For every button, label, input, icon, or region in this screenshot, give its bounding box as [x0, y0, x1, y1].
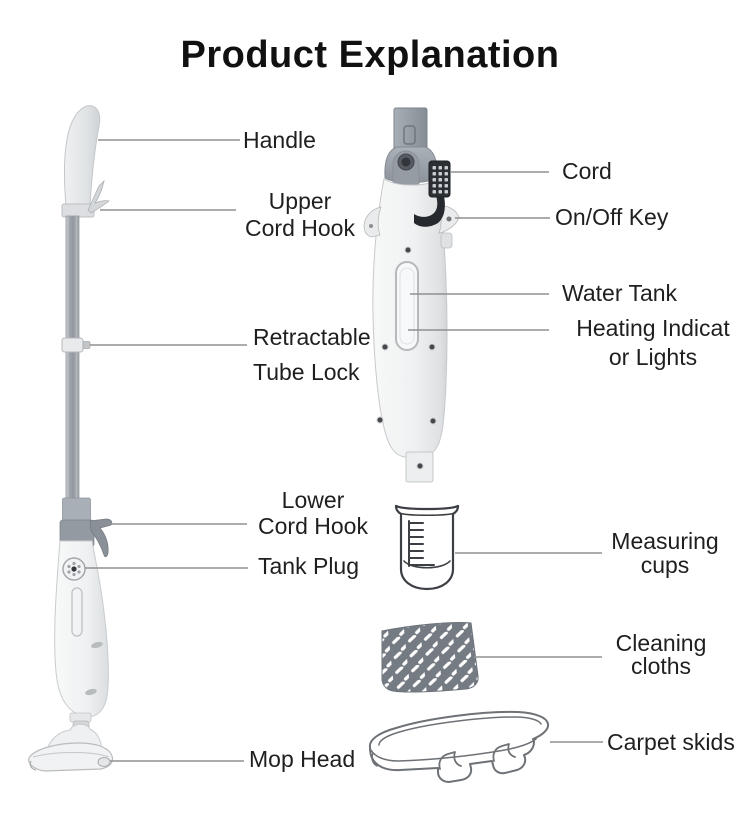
label-mop-head: Mop Head	[249, 746, 356, 772]
measuring-cup-illustration	[394, 504, 460, 591]
steam-mop-illustration	[28, 105, 114, 772]
label-water-tank: Water Tank	[562, 280, 678, 306]
label-lower-cord-hook-line2: Cord Hook	[258, 513, 368, 539]
on-off-key-shape	[397, 153, 415, 171]
cord-shape	[414, 160, 451, 227]
tank-plug-shape	[62, 557, 86, 581]
label-cord: Cord	[562, 158, 612, 184]
label-measuring-line2: cups	[640, 552, 690, 578]
leader-lines	[85, 139, 603, 762]
label-carpet-skids: Carpet skids	[607, 729, 735, 755]
label-heating-line1: Heating Indicat	[576, 315, 730, 341]
page-title: Product Explanation	[180, 34, 560, 76]
label-retractable-line1: Retractable	[253, 324, 371, 350]
label-lower-cord-hook: Lower Cord Hook	[250, 487, 376, 539]
label-tank-plug: Tank Plug	[258, 553, 360, 579]
label-upper-cord-hook: Upper Cord Hook	[237, 188, 363, 242]
body-detail-illustration	[363, 107, 460, 483]
screw-dots	[376, 246, 437, 425]
label-cleaning-cloths: Cleaning cloths	[606, 632, 716, 678]
label-handle: Handle	[243, 127, 316, 153]
label-lower-cord-hook-line1: Lower	[281, 487, 345, 513]
upper-cord-hook-shape	[87, 179, 110, 214]
label-retractable-line2: Tube Lock	[253, 359, 360, 385]
water-tank-window-shape	[395, 261, 419, 351]
mop-head-shape	[28, 723, 114, 772]
label-cleaning-line2: cloths	[630, 653, 692, 679]
label-measuring-cups: Measuring cups	[604, 529, 726, 577]
label-retractable-tube-lock: Retractable Tube Lock	[253, 320, 371, 390]
label-heating-line2: or Lights	[608, 344, 698, 370]
label-cleaning-line1: Cleaning	[615, 630, 707, 656]
label-measuring-line1: Measuring	[611, 528, 719, 554]
mop-handle-shape	[63, 105, 101, 207]
label-upper-cord-hook-line2: Cord Hook	[245, 215, 355, 241]
cleaning-cloth-illustration	[381, 621, 479, 693]
lower-cord-hook-shape	[89, 518, 113, 558]
label-upper-cord-hook-line1: Upper	[268, 188, 332, 214]
tube-lock-shape	[61, 337, 84, 353]
carpet-skid-illustration	[368, 710, 550, 783]
label-heating-indicator-lights: Heating Indicat or Lights	[556, 314, 750, 372]
label-on-off-key: On/Off Key	[555, 204, 669, 230]
